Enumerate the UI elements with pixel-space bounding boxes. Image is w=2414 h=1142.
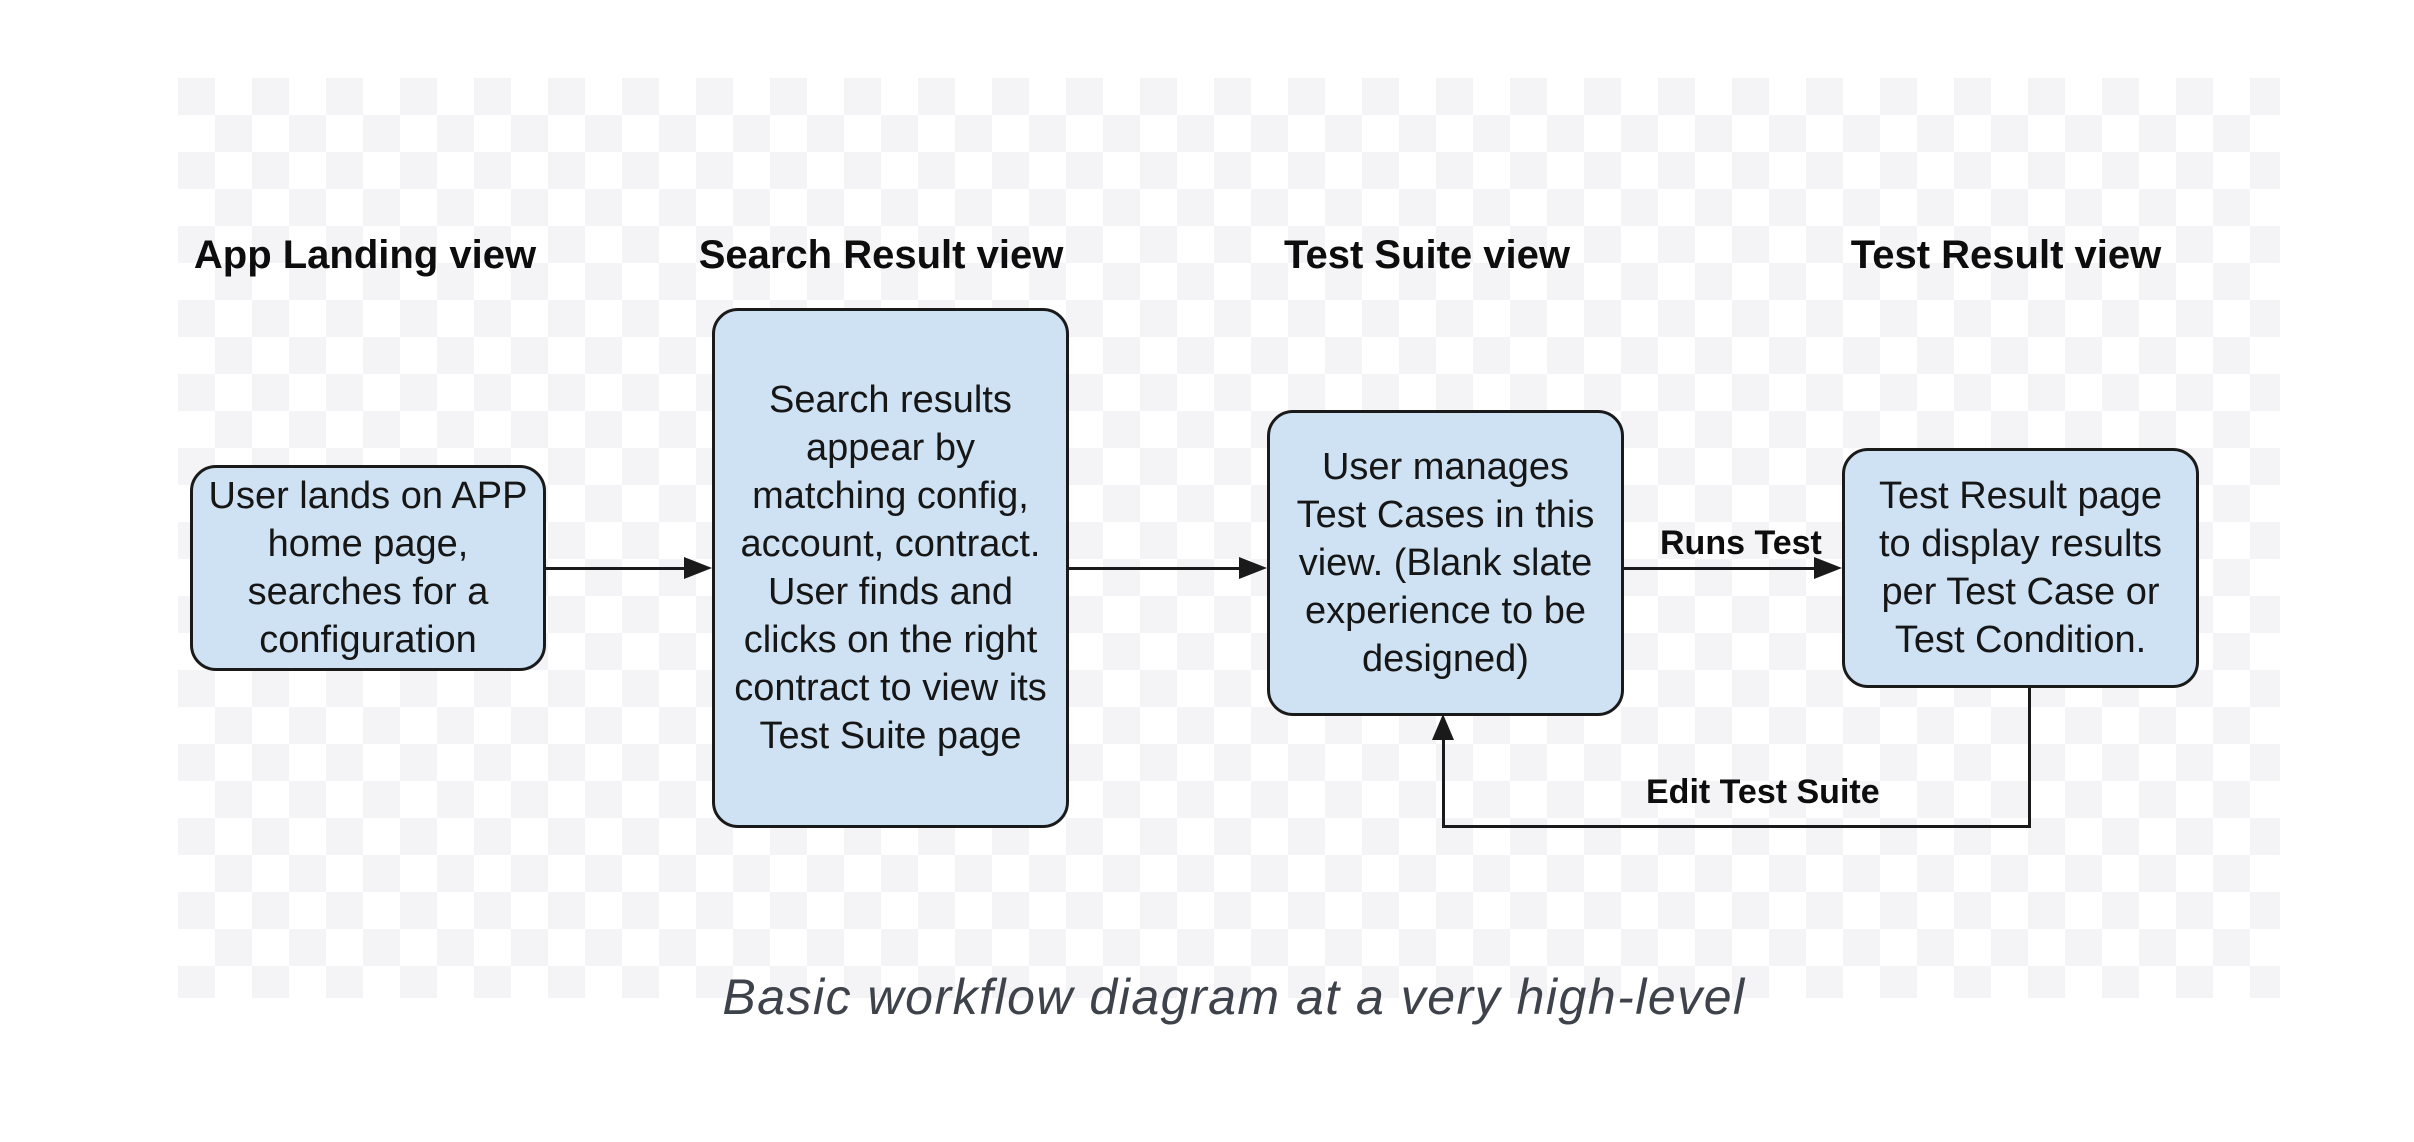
node-test-suite: User manages Test Cases in this view. (B… [1267, 410, 1624, 716]
diagram-caption: Basic workflow diagram at a very high-le… [722, 969, 1746, 1025]
node-search-result: Search results appear by matching config… [712, 308, 1069, 828]
edge-label-edit-test-suite: Edit Test Suite [1646, 773, 1880, 811]
return-line-down [2028, 688, 2031, 828]
node-test-result: Test Result page to display results per … [1842, 448, 2199, 688]
node-test-suite-text: User manages Test Cases in this view. (B… [1296, 446, 1595, 680]
connector-line-1 [546, 567, 690, 570]
column-header-test-suite: Test Suite view [1283, 233, 1571, 277]
connector-line-runs-test [1624, 567, 1816, 570]
node-search-result-text: Search results appear by matching config… [734, 379, 1047, 757]
node-test-result-text: Test Result page to display results per … [1878, 475, 2163, 661]
connector-line-2 [1069, 567, 1241, 570]
arrowhead-up-icon [1432, 714, 1454, 740]
column-header-search-result: Search Result view [698, 233, 1064, 277]
column-header-test-result: Test Result view [1850, 233, 2162, 277]
node-app-landing: User lands on APP home page, searches fo… [190, 465, 546, 671]
arrowhead-right-2-icon [1239, 557, 1267, 579]
edge-label-runs-test: Runs Test [1660, 524, 1822, 562]
arrowhead-right-1-icon [684, 557, 712, 579]
column-header-app-landing: App Landing view [193, 233, 537, 277]
return-line-horizontal [1442, 825, 2031, 828]
arrowhead-right-3-icon [1814, 557, 1842, 579]
node-app-landing-text: User lands on APP home page, searches fo… [208, 475, 528, 661]
return-line-up [1442, 738, 1445, 828]
